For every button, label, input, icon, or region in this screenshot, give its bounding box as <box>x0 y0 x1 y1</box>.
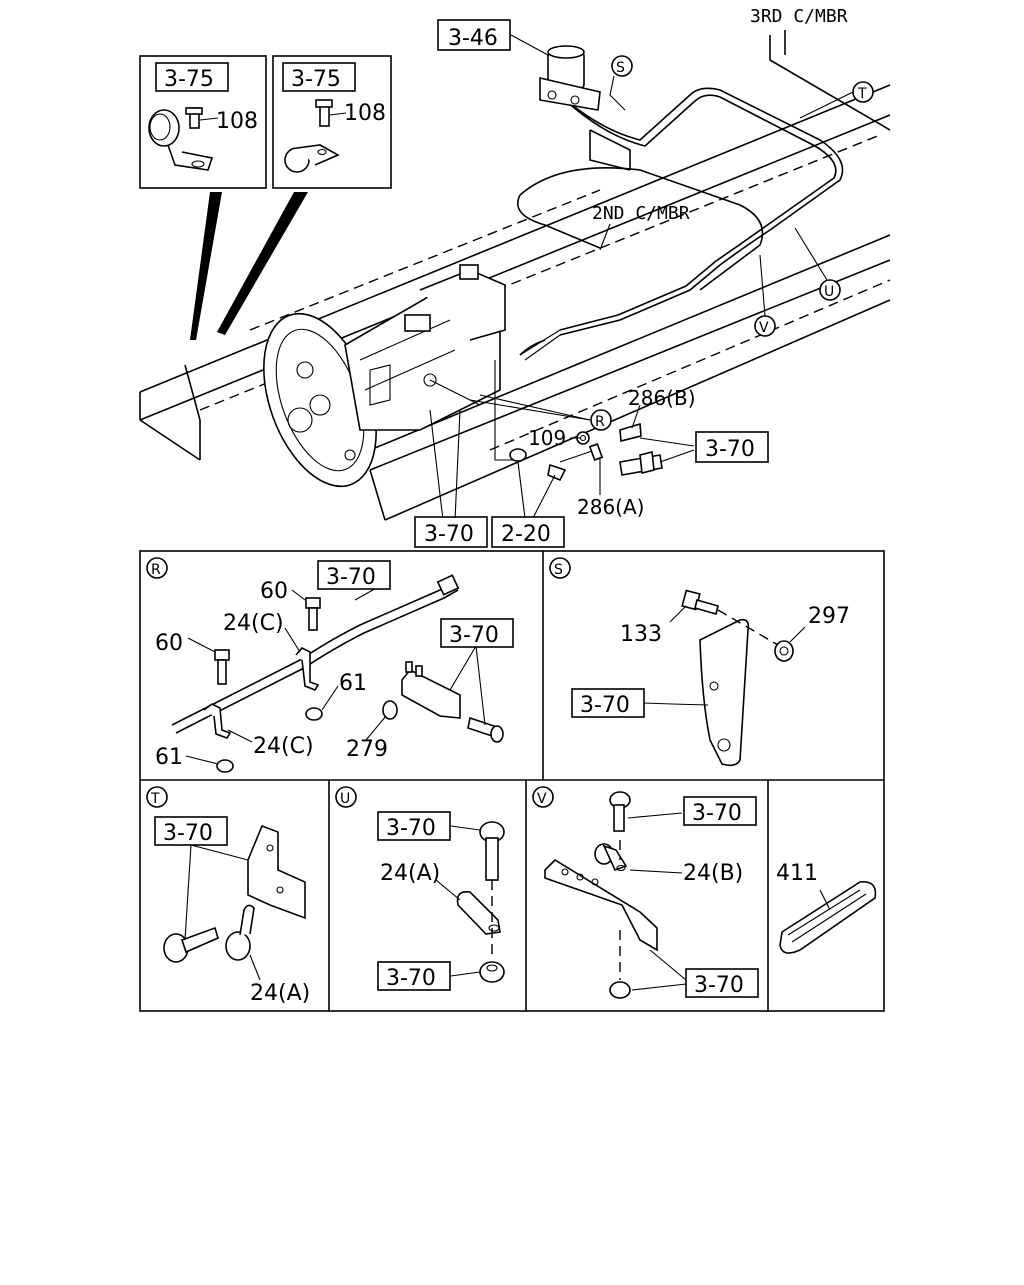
part-133-label: 133 <box>620 622 662 647</box>
main-assembly: 3RD C/MBR 2ND C/MBR 3-46 286(B) 109 286(… <box>139 6 891 548</box>
part-24a-label: 24(A) <box>250 981 310 1006</box>
part-297-label: 297 <box>808 604 850 629</box>
part-61-label: 61 <box>155 745 183 770</box>
detail-grid <box>139 550 885 1012</box>
second-crossmember-label: 2ND C/MBR <box>592 203 690 224</box>
part-61-label: 61 <box>339 671 367 696</box>
ref-2-20-label: 2-20 <box>501 522 551 547</box>
part-109-label: 109 <box>528 426 566 450</box>
ref-box-2-20[interactable] <box>491 516 565 548</box>
callout-v-letter: V <box>759 320 769 336</box>
detail-s: S 133 297 3-70 <box>549 557 850 767</box>
ref-3-70-label: 3-70 <box>449 623 499 648</box>
ref-box-3-70[interactable] <box>695 431 769 463</box>
inset-leaders <box>190 192 308 340</box>
ref-box-3-46[interactable] <box>437 19 511 51</box>
part-279-label: 279 <box>346 737 388 762</box>
callout-t-letter: T <box>857 86 867 102</box>
detail-t: T 3-70 24(A) <box>146 786 310 1006</box>
ref-box-3-70[interactable] <box>683 796 757 826</box>
third-crossmember-label: 3RD C/MBR <box>750 6 848 27</box>
ref-3-70-label: 3-70 <box>163 821 213 846</box>
detail-r-letter: R <box>151 562 161 578</box>
ref-box-3-70[interactable] <box>440 618 514 648</box>
detail-r: R 3-70 3-70 <box>146 557 514 773</box>
ref-box-3-70[interactable] <box>154 816 228 846</box>
ref-box-3-75[interactable] <box>155 62 229 92</box>
air-dryer <box>539 45 601 111</box>
detail-u: U 3-70 24(A) 3-70 <box>335 786 505 991</box>
ref-3-75-label: 3-75 <box>164 67 214 92</box>
callout-s-letter: S <box>616 60 625 76</box>
part-108-label: 108 <box>216 109 258 134</box>
transmission <box>263 264 506 488</box>
air-piping <box>519 87 844 361</box>
ref-box-3-75[interactable] <box>282 62 356 92</box>
shift-linkage <box>494 339 663 482</box>
second-crossmember <box>517 129 764 291</box>
ref-3-70-label: 3-70 <box>326 565 376 590</box>
detail-v-letter: V <box>537 791 547 807</box>
part-108-label: 108 <box>344 101 386 126</box>
part-286b-label: 286(B) <box>628 386 696 410</box>
ref-3-75-label: 3-75 <box>291 67 341 92</box>
ref-3-70-label: 3-70 <box>580 693 630 718</box>
detail-u-letter: U <box>340 791 350 807</box>
callout-u-letter: U <box>824 284 834 300</box>
inset-right: 3-75 108 <box>272 55 392 189</box>
ref-box-3-70[interactable] <box>377 811 451 841</box>
detail-v: V 3-70 24(B) 3-70 <box>532 786 759 999</box>
part-411-label: 411 <box>776 861 818 886</box>
callout-t[interactable] <box>852 81 874 103</box>
part-60-label: 60 <box>260 579 288 604</box>
ref-3-70-label: 3-70 <box>386 816 436 841</box>
detail-411: 411 <box>776 861 877 954</box>
ref-3-70-label: 3-70 <box>694 973 744 998</box>
part-60-label: 60 <box>155 631 183 656</box>
callout-s[interactable] <box>611 55 633 77</box>
callout-r[interactable] <box>590 409 612 431</box>
callout-u[interactable] <box>819 279 841 301</box>
third-crossmember <box>769 30 891 131</box>
part-24c-label: 24(C) <box>223 611 284 636</box>
callout-v[interactable] <box>754 315 776 337</box>
inset-left: 3-75 108 <box>139 55 267 189</box>
ref-3-70-label: 3-70 <box>692 801 742 826</box>
main-leaders <box>429 34 854 521</box>
ref-3-46-label: 3-46 <box>448 26 498 51</box>
ref-box-3-70[interactable] <box>377 961 451 991</box>
ref-3-70-label: 3-70 <box>424 522 474 547</box>
detail-s-letter: S <box>554 562 563 578</box>
ref-3-70-label: 3-70 <box>386 966 436 991</box>
detail-t-letter: T <box>150 791 160 807</box>
ref-box-3-70[interactable] <box>414 516 488 548</box>
part-24a-label: 24(A) <box>380 861 440 886</box>
callout-r-letter: R <box>595 414 605 430</box>
part-286a-label: 286(A) <box>577 495 644 519</box>
part-24b-label: 24(B) <box>683 861 743 886</box>
ref-3-70-label: 3-70 <box>705 437 755 462</box>
part-24c-label: 24(C) <box>253 734 314 759</box>
ref-box-3-70[interactable] <box>685 968 759 998</box>
ref-box-3-70[interactable] <box>317 560 391 590</box>
